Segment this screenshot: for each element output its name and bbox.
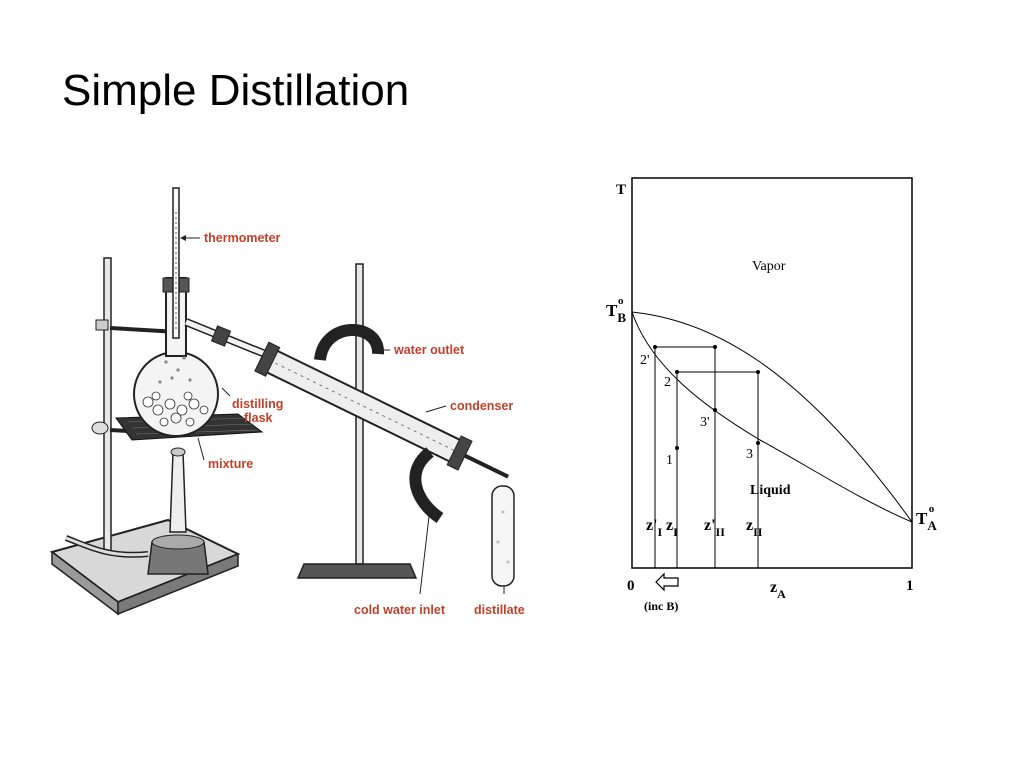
bunsen-burner: [169, 451, 187, 533]
point-2: 2: [664, 375, 671, 390]
label-z-i: zI: [666, 517, 678, 539]
slide-title: Simple Distillation: [62, 66, 410, 115]
point-2-prime: 2': [640, 353, 650, 368]
bubble-curve: [631, 311, 913, 523]
x-axis-label: zA: [770, 579, 786, 601]
water-outlet-hose: [314, 324, 384, 362]
region-liquid: Liquid: [750, 483, 791, 498]
x-tick-one: 1: [906, 578, 914, 594]
label-distilling-flask-1: distilling: [232, 397, 283, 411]
x-tick-zero: 0: [627, 578, 635, 594]
axis-t: T: [616, 182, 626, 198]
label-z-ii-prime: z'II: [704, 517, 725, 539]
point-3: 3: [746, 447, 753, 462]
dew-curve: [631, 311, 913, 523]
left-base-plate: [49, 518, 241, 604]
label-water-outlet: water outlet: [393, 343, 465, 357]
left-stand-rod: [103, 257, 112, 554]
ta-label: TAo: [916, 503, 937, 533]
label-thermometer: thermometer: [204, 231, 281, 245]
diagram-frame: [631, 177, 913, 569]
label-condenser: condenser: [450, 399, 513, 413]
label-mixture: mixture: [208, 457, 253, 471]
region-vapor: Vapor: [752, 259, 786, 274]
distillate-tube: [491, 485, 515, 587]
left-arrow-icon: [655, 572, 679, 592]
point-1: 1: [666, 453, 673, 468]
right-base-plate: [296, 563, 418, 579]
point-3-prime: 3': [700, 415, 710, 430]
label-z-ii: zII: [746, 517, 763, 539]
label-cold-water-inlet: cold water inlet: [354, 603, 446, 617]
distillation-apparatus: thermometer water outlet distilling flas…: [49, 187, 525, 617]
label-distilling-flask-2: flask: [244, 411, 273, 425]
phase-diagram: T Vapor Liquid TBo TAo 2' 2 3' 1 3 z'I z…: [606, 177, 937, 613]
tb-label: TBo: [606, 295, 626, 325]
label-distillate: distillate: [474, 603, 525, 617]
label-z-i-prime: z'I: [646, 517, 663, 539]
condenser: [254, 341, 510, 479]
inc-b-label: (inc B): [644, 599, 678, 613]
